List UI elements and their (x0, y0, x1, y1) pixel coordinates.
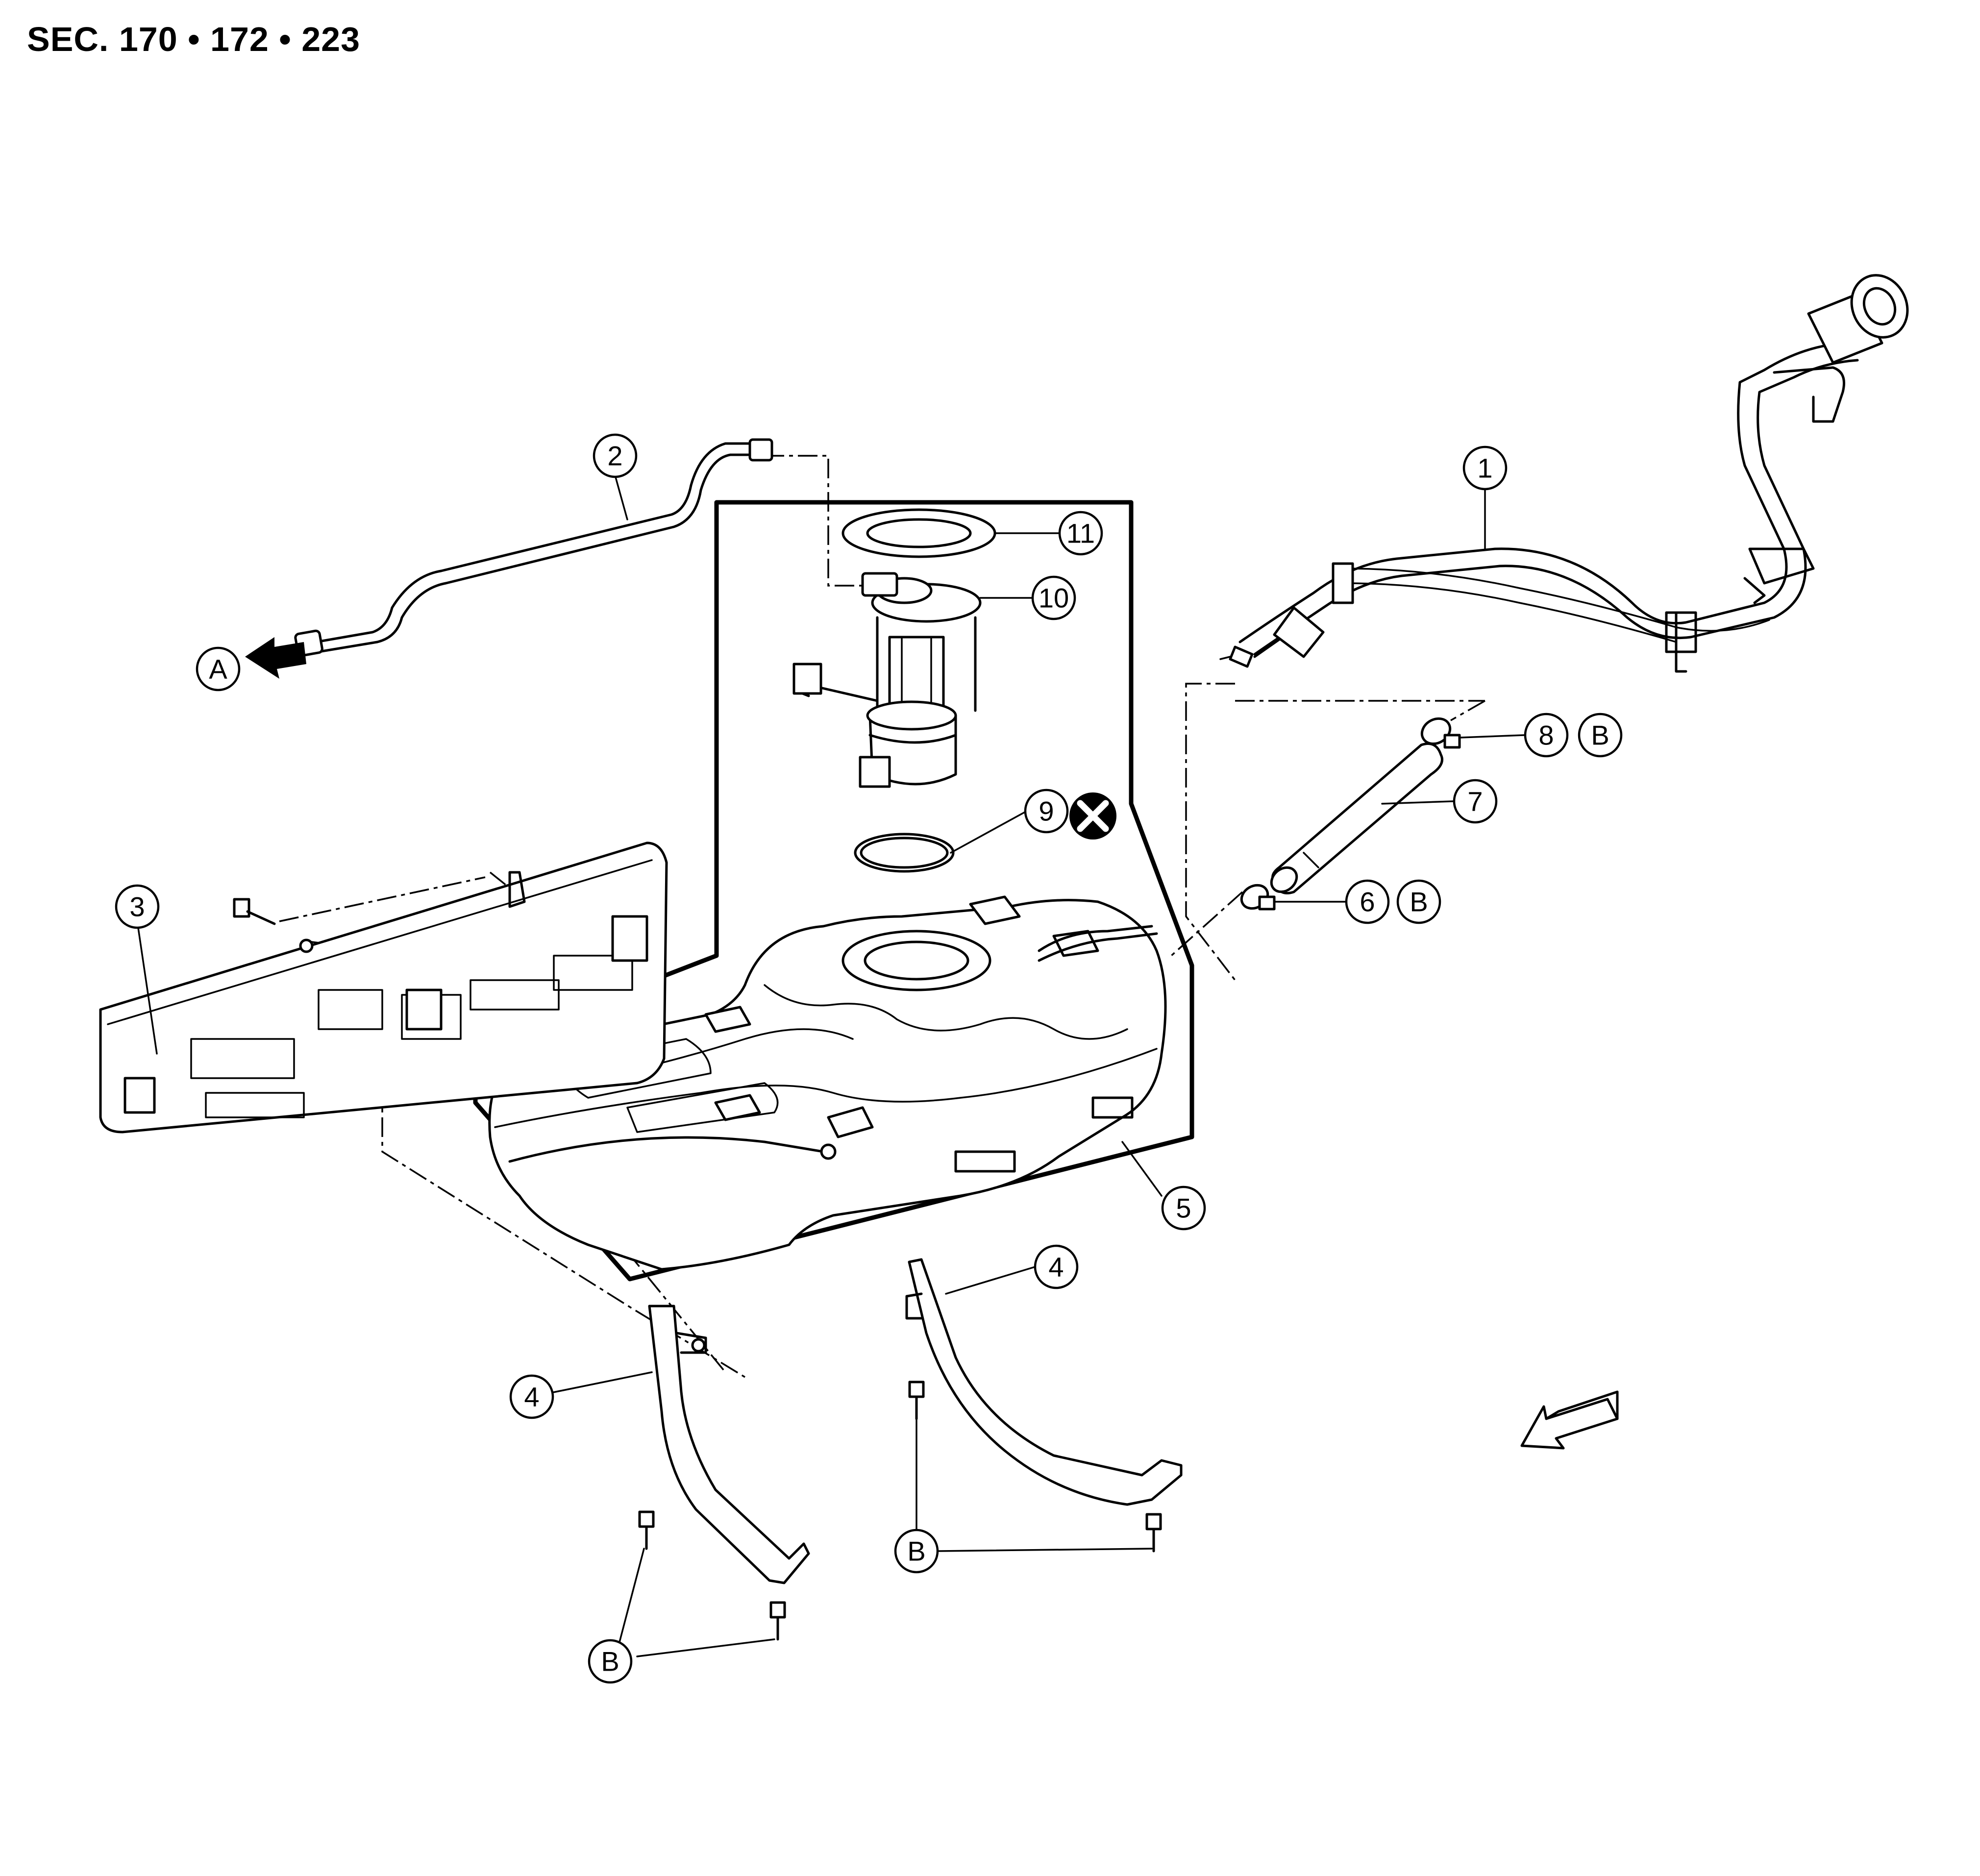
callout-2: 2 (593, 433, 638, 478)
tank-band-right (905, 1258, 1183, 1506)
svg-text:A: A (209, 654, 227, 685)
filler-hose (1270, 742, 1443, 894)
band-bolt-4 (1145, 1513, 1162, 1553)
svg-text:4: 4 (1048, 1252, 1064, 1283)
callout-9: 9 (1024, 789, 1069, 834)
callout-11: 11 (1058, 511, 1103, 556)
svg-text:7: 7 (1467, 786, 1483, 817)
letter-b-clamp-6: B (1396, 879, 1441, 924)
svg-text:B: B (1410, 887, 1428, 917)
x-circle-icon (1069, 792, 1116, 839)
fuel-tank (488, 895, 1167, 1271)
svg-text:10: 10 (1039, 583, 1069, 614)
tank-band-left (648, 1305, 810, 1584)
svg-text:5: 5 (1176, 1193, 1191, 1224)
band-bolt-3 (908, 1381, 925, 1420)
svg-text:9: 9 (1039, 796, 1054, 827)
o-ring (854, 833, 955, 873)
svg-text:8: 8 (1538, 720, 1554, 751)
callout-leaders (136, 474, 1525, 1660)
heat-insulator (99, 841, 668, 1134)
letter-b-bolts-right: B (894, 1529, 939, 1574)
svg-text:4: 4 (524, 1382, 539, 1412)
callout-1: 1 (1462, 445, 1508, 491)
svg-text:B: B (1591, 720, 1609, 751)
arrow-left-icon (245, 637, 306, 679)
band-bolt-1 (638, 1510, 655, 1550)
callout-10: 10 (1031, 575, 1076, 620)
fuel-feed-tube (294, 438, 773, 657)
svg-text:6: 6 (1360, 887, 1375, 917)
letter-a: A (196, 646, 241, 691)
svg-text:3: 3 (129, 891, 145, 922)
svg-text:11: 11 (1066, 518, 1095, 549)
hose-clamp-lower (1240, 884, 1276, 911)
svg-text:B: B (601, 1646, 619, 1677)
svg-text:B: B (907, 1536, 925, 1567)
letter-b-bolts-left: B (588, 1639, 633, 1684)
letter-b-clamp-8: B (1578, 713, 1623, 758)
section-reference-title: SEC. 170 • 172 • 223 (27, 20, 361, 58)
fuel-filler-tube (1219, 274, 1909, 673)
callout-3: 3 (115, 884, 160, 929)
callout-7: 7 (1453, 779, 1498, 824)
callout-8: 8 (1524, 713, 1569, 758)
fuel-pump-unit (792, 572, 982, 788)
callout-6: 6 (1345, 879, 1390, 924)
callout-5: 5 (1161, 1185, 1206, 1231)
band-bolt-2 (769, 1601, 786, 1641)
svg-text:2: 2 (607, 441, 622, 471)
callout-4-right: 4 (1034, 1244, 1079, 1289)
svg-text:1: 1 (1477, 453, 1492, 484)
insulator-bolt (233, 898, 276, 925)
callout-4-left: 4 (509, 1374, 554, 1419)
connection-a-arrow (245, 637, 306, 679)
hose-clamp-upper (1420, 717, 1461, 749)
packing-ring (842, 508, 996, 558)
direction-arrow-icon (1520, 1390, 1619, 1450)
